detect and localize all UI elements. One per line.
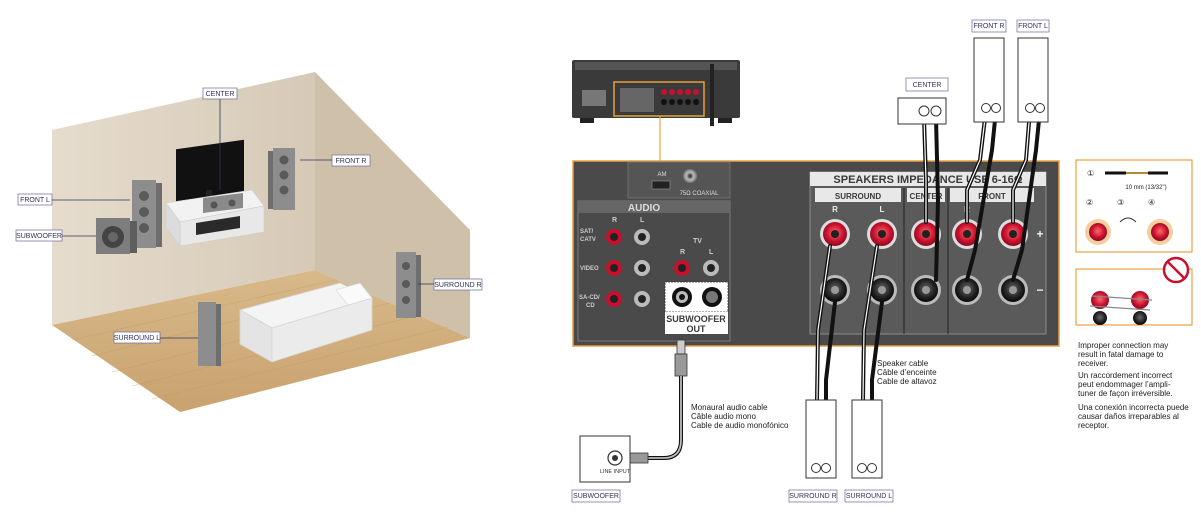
- subwoofer-out-jacks: SUBWOOFER OUT: [664, 281, 729, 334]
- svg-text:④: ④: [1148, 198, 1155, 207]
- mono-cable: [627, 339, 688, 464]
- svg-text:CENTER: CENTER: [913, 82, 942, 89]
- svg-text:SUBWOOFER: SUBWOOFER: [573, 493, 619, 500]
- svg-text:R: R: [612, 217, 617, 224]
- svg-text:SURROUND L: SURROUND L: [846, 493, 892, 500]
- svg-text:CENTER: CENTER: [206, 91, 235, 98]
- svg-text:R: R: [680, 249, 685, 256]
- svg-text:TV: TV: [693, 238, 702, 245]
- wiring-subwoofer: LINE INPUT SUBWOOFER: [571, 435, 631, 503]
- improper-connection-detail: [1075, 256, 1193, 326]
- svg-text:Câble d’enceinte: Câble d’enceinte: [877, 368, 937, 377]
- speaker-terminals-section: SPEAKERS IMPEDANCE USE 6-16Ω SURROUND CE…: [809, 171, 1047, 335]
- coaxial-jack: [683, 169, 697, 183]
- svg-text:FRONT R: FRONT R: [974, 23, 1005, 30]
- room-label-front-r: FRONT R: [300, 154, 371, 167]
- front-r-speaker: [268, 148, 295, 210]
- svg-text:receiver.: receiver.: [1078, 359, 1108, 368]
- svg-text:peut endommager l’ampli-: peut endommager l’ampli-: [1078, 380, 1171, 389]
- svg-text:AM: AM: [658, 172, 667, 178]
- svg-text:③: ③: [1117, 198, 1124, 207]
- svg-text:VIDEO: VIDEO: [580, 266, 599, 272]
- receiver-thumbnail: [572, 60, 740, 126]
- svg-text:Improper connection may: Improper connection may: [1078, 341, 1168, 350]
- svg-text:Un raccordement incorrect: Un raccordement incorrect: [1078, 371, 1173, 380]
- svg-text:SURROUND R: SURROUND R: [789, 493, 836, 500]
- svg-text:①: ①: [1087, 169, 1094, 178]
- wiring-speaker-surround-l: SURROUND L: [844, 399, 894, 503]
- svg-text:Speaker cable: Speaker cable: [877, 359, 929, 368]
- svg-text:+: +: [1036, 227, 1043, 241]
- svg-text:SUBWOOFER: SUBWOOFER: [666, 314, 726, 324]
- svg-text:SAT/: SAT/: [580, 229, 594, 235]
- svg-text:FRONT L: FRONT L: [20, 197, 50, 204]
- antenna-section: AM 75Ω COAXIAL: [627, 161, 731, 199]
- svg-text:−: −: [1036, 283, 1043, 297]
- svg-text:L: L: [709, 249, 714, 256]
- svg-text:R: R: [832, 205, 838, 214]
- room-label-surround-l: SURROUND L: [113, 331, 198, 344]
- prohibited-icon: [1162, 256, 1190, 284]
- svg-text:FRONT: FRONT: [978, 192, 1006, 201]
- svg-text:SURROUND L: SURROUND L: [114, 335, 160, 342]
- svg-text:SPEAKERS IMPEDANCE USE 6-16Ω: SPEAKERS IMPEDANCE USE 6-16Ω: [833, 174, 1022, 186]
- surround-l-speaker: [198, 302, 221, 366]
- svg-text:10 mm (13/32"): 10 mm (13/32"): [1125, 185, 1166, 191]
- wiring-speaker-surround-r: SURROUND R: [788, 399, 838, 503]
- svg-text:75Ω COAXIAL: 75Ω COAXIAL: [680, 191, 719, 197]
- surround-r-speaker: [396, 252, 421, 318]
- right-wall: [315, 72, 470, 338]
- sat-catv-label: CATV: [580, 237, 596, 243]
- svg-text:Una conexión incorrecta puede: Una conexión incorrecta puede: [1078, 403, 1189, 412]
- svg-text:L: L: [880, 205, 885, 214]
- svg-text:SURROUND: SURROUND: [835, 192, 881, 201]
- svg-text:CD: CD: [586, 303, 595, 309]
- subwoofer-speaker: [96, 218, 137, 254]
- center-speaker: [203, 193, 243, 213]
- room-label-subwoofer: SUBWOOFER: [15, 229, 96, 242]
- svg-text:receptor.: receptor.: [1078, 421, 1109, 430]
- tv: [176, 139, 244, 202]
- svg-text:tuner de façon irréversible.: tuner de façon irréversible.: [1078, 389, 1173, 398]
- cable-prep-detail: ① 10 mm (13/32") ② ③ ④: [1075, 159, 1193, 253]
- svg-text:SA-CD/: SA-CD/: [579, 295, 600, 301]
- black-terminals: [820, 275, 1028, 305]
- svg-text:②: ②: [1086, 198, 1093, 207]
- svg-text:Câble audio mono: Câble audio mono: [691, 412, 756, 421]
- room-label-front-l: FRONT L: [17, 193, 130, 206]
- room-illustration: CENTER FRONT R FRONT L SUBWOOFER SURROUN…: [15, 72, 483, 412]
- wiring-speaker-front-l: FRONT L: [1016, 19, 1050, 123]
- svg-text:Monaural audio cable: Monaural audio cable: [691, 403, 768, 412]
- red-terminals: [820, 219, 1028, 249]
- sofa: [238, 282, 374, 363]
- speaker-cable-note: Speaker cable Câble d’enceinte Cable de …: [877, 359, 937, 386]
- wiring-speaker-center: CENTER: [897, 77, 949, 125]
- warning-text: Improper connection may result in fatal …: [1078, 341, 1189, 430]
- room-label-surround-r: SURROUND R: [418, 278, 483, 291]
- wiring-speaker-front-r: FRONT R: [971, 19, 1007, 123]
- svg-text:result in fatal damage to: result in fatal damage to: [1078, 350, 1164, 359]
- receiver-rear-panel: AM 75Ω COAXIAL AUDIO R L TV R L SAT/ CAT…: [572, 160, 1060, 347]
- svg-text:FRONT L: FRONT L: [1018, 23, 1048, 30]
- svg-text:LINE INPUT: LINE INPUT: [600, 469, 631, 475]
- room-label-center: CENTER: [202, 87, 238, 190]
- mono-cable-note: Monaural audio cable Câble audio mono Ca…: [691, 403, 789, 430]
- svg-text:L: L: [640, 217, 645, 224]
- svg-text:AUDIO: AUDIO: [628, 203, 660, 214]
- svg-text:causar daños irreparables al: causar daños irreparables al: [1078, 412, 1179, 421]
- rca-jacks: [606, 229, 719, 307]
- svg-text:Cable de audio monofónico: Cable de audio monofónico: [691, 421, 789, 430]
- audio-section: AUDIO R L TV R L SAT/ CATV VIDEO SA-CD/ …: [577, 200, 731, 342]
- svg-text:FRONT R: FRONT R: [336, 158, 367, 165]
- svg-text:SUBWOOFER: SUBWOOFER: [16, 233, 62, 240]
- svg-text:SURROUND R: SURROUND R: [434, 282, 481, 289]
- svg-text:Cable de altavoz: Cable de altavoz: [877, 377, 937, 386]
- svg-text:OUT: OUT: [687, 324, 707, 334]
